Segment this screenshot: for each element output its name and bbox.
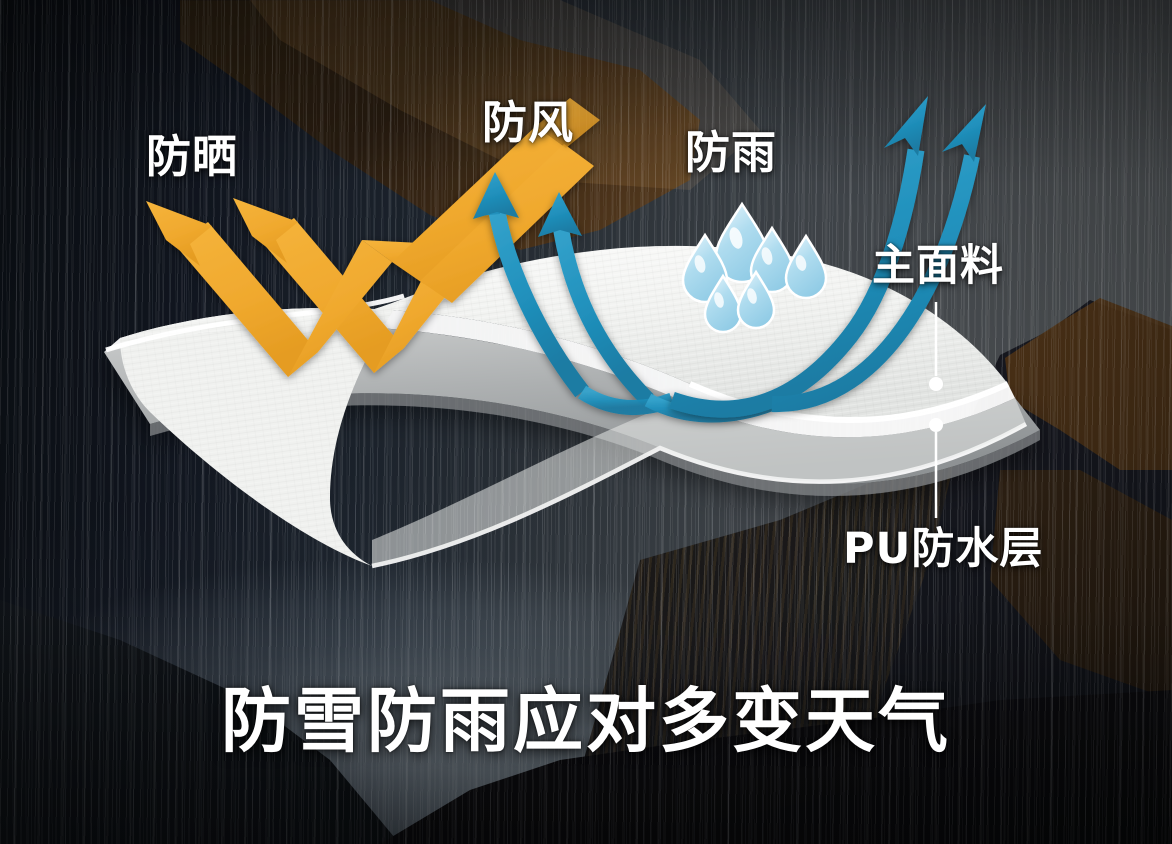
main-fabric-layer-shape [104,245,1028,569]
label-rain-protection: 防雨 [685,126,778,179]
label-wind-protection: 防风 [482,96,575,149]
label-pu-waterproof-layer: PU防水层 [843,524,1044,574]
label-main-fabric: 主面料 [872,241,1004,291]
rain-runoff-arrows-icon [669,96,986,418]
headline-caption: 防雪防雨应对多变天气 [221,680,951,762]
water-droplet-icon [681,201,828,334]
label-sun-protection: 防晒 [146,130,239,183]
callout-leader-line-icon [929,302,943,518]
